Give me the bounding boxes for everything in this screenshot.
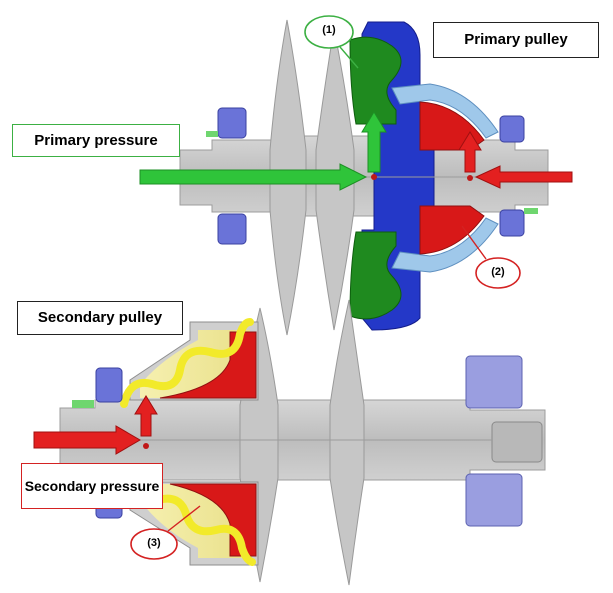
- secondary-shaft-end: [491, 421, 543, 463]
- callout-3: [130, 505, 201, 560]
- secondary-pressure-arrow-vertical: [134, 395, 158, 437]
- secondary-pulley-assembly: [59, 299, 546, 586]
- secondary-spring-upper: [120, 318, 254, 408]
- callout-1-label: (1): [322, 24, 336, 36]
- callout-3-label: (3): [147, 537, 161, 549]
- primary-bearing-left-lower: [217, 213, 247, 245]
- callout-2-label: (2): [491, 266, 505, 278]
- primary-piston-upper: [391, 83, 499, 139]
- primary-pressure-arrows: [139, 111, 387, 191]
- secondary-pressure-arrow-horizontal: [33, 425, 141, 455]
- primary-cylinder-upper: [349, 36, 402, 125]
- secondary-fixed-sheave: [329, 299, 365, 586]
- primary-red-chamber-lower: [419, 205, 485, 255]
- red-arrow-primary-horizontal: [474, 165, 573, 189]
- secondary-seal-left: [72, 400, 94, 408]
- primary-bearing-right-lower: [499, 209, 525, 237]
- primary-cylinder-lower: [349, 231, 402, 320]
- primary-pressure-label: Primary pressure: [12, 124, 180, 157]
- callout-1: [304, 15, 359, 69]
- primary-seal-left: [206, 131, 218, 137]
- secondary-pressure-label: Secondary pressure: [21, 463, 163, 509]
- callout-2: [461, 225, 521, 289]
- primary-piston-lower: [391, 217, 499, 273]
- secondary-bearing-right-lower: [465, 473, 523, 527]
- secondary-bearing-left-upper: [95, 367, 123, 403]
- primary-seal-right: [524, 208, 538, 214]
- primary-oil-port-green: [371, 174, 377, 180]
- primary-pressure-arrow-horizontal: [139, 163, 368, 191]
- primary-pulley-label: Primary pulley: [433, 22, 599, 58]
- primary-bearing-left-upper: [217, 107, 247, 139]
- secondary-oil-port: [143, 443, 149, 449]
- secondary-bearing-right-upper: [465, 355, 523, 409]
- red-arrow-primary-vertical: [458, 131, 482, 173]
- primary-pressure-arrow-vertical: [361, 111, 387, 173]
- primary-oil-port-red: [467, 175, 473, 181]
- secondary-pulley-label: Secondary pulley: [17, 301, 183, 335]
- secondary-pressure-arrows: [33, 131, 573, 455]
- primary-bearing-right-upper: [499, 115, 525, 143]
